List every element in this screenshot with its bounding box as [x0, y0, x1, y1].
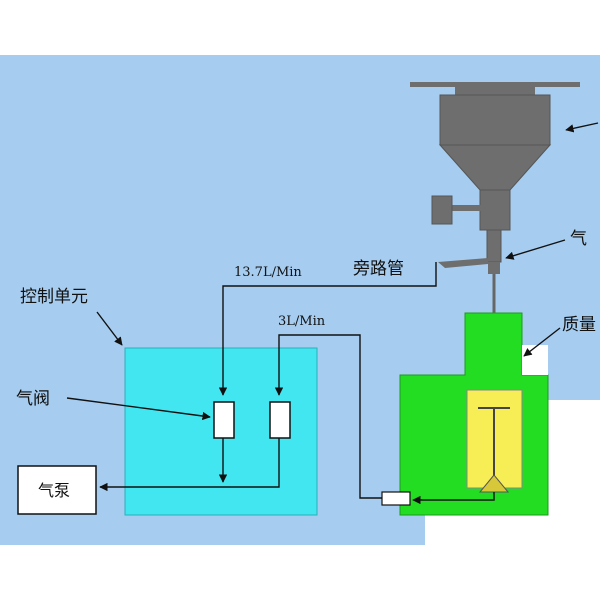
label-arrows	[66, 122, 599, 421]
gas-valve-label: 气阀	[16, 389, 50, 409]
gas-cut-label: 气	[570, 229, 587, 249]
bypass-pipe-stub	[438, 258, 488, 268]
bypass-pipe-label: 旁路管	[353, 259, 404, 279]
control-unit-label: 控制单元	[20, 287, 88, 307]
flow-low-label: 3L/Min	[278, 314, 326, 329]
mass-cut-label: 质量	[562, 315, 596, 335]
inlet-port	[381, 491, 411, 506]
flow-high-label: 13.7L/Min	[234, 265, 302, 280]
gas-pump-label: 气泵	[38, 481, 70, 500]
valve-left-icon	[213, 401, 235, 439]
gas-pump-box	[17, 465, 97, 515]
piping	[99, 262, 495, 505]
stirrer-paddle-icon	[466, 389, 523, 493]
valve-right-icon	[269, 401, 291, 439]
hopper-funnel-icon	[410, 82, 580, 274]
